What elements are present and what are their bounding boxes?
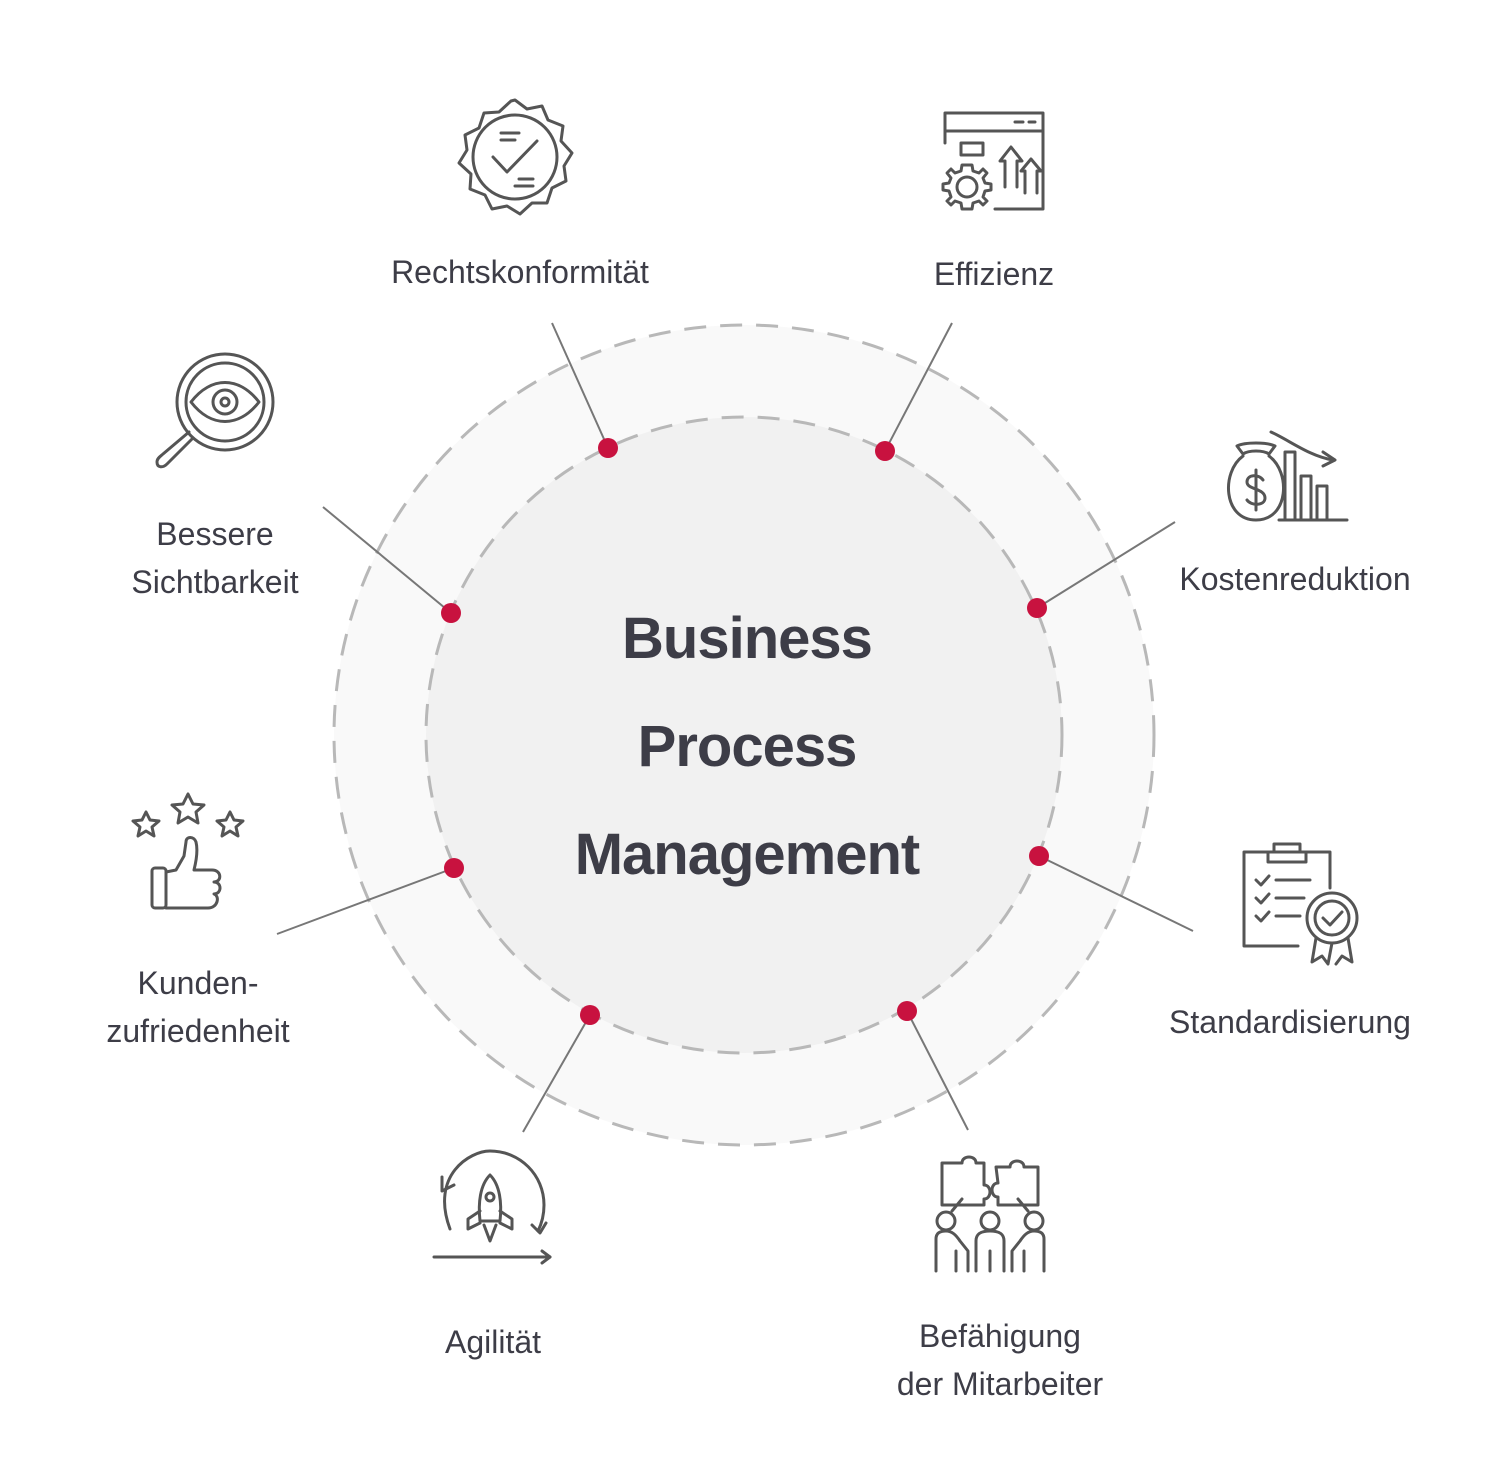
- inner-ring: [424, 415, 1064, 1055]
- dot-kundenzufriedenheit: [444, 858, 464, 878]
- label-sichtbarkeit-line1: Bessere: [156, 516, 274, 552]
- dot-kostenreduktion: [1027, 598, 1047, 618]
- connector-befaehigung: [906, 1010, 969, 1131]
- checklist-badge-icon: [1242, 842, 1359, 966]
- label-rechtskonformitaet-line1: Rechtskonformität: [391, 254, 649, 290]
- label-standardisierung-line1: Standardisierung: [1169, 1004, 1411, 1040]
- dot-rechtskonformitaet: [598, 438, 618, 458]
- thumbs-up-stars-icon: [131, 792, 245, 910]
- connector-agilitaet: [522, 1014, 591, 1133]
- connector-sichtbarkeit: [322, 506, 452, 614]
- dot-agilitaet: [580, 1005, 600, 1025]
- magnifier-eye-icon: [155, 352, 275, 469]
- label-kostenreduktion: Kostenreduktion: [1140, 555, 1450, 603]
- label-kundenzufriedenheit: Kunden- zufriedenheit: [48, 959, 348, 1055]
- rocket-cycle-icon: [432, 1149, 552, 1265]
- label-befaehigung-line2: der Mitarbeiter: [896, 1366, 1104, 1402]
- label-befaehigung-line1: Befähigung: [919, 1318, 1081, 1354]
- label-kundenzufriedenheit-line2: zufriedenheit: [106, 1013, 290, 1049]
- connector-dots: [441, 438, 1049, 1025]
- center-title: Business Process Management: [547, 585, 947, 909]
- connector-effizienz: [884, 322, 953, 452]
- label-befaehigung: Befähigung der Mitarbeiter: [850, 1312, 1150, 1408]
- center-title-line2: Process: [637, 714, 858, 779]
- label-kundenzufriedenheit-line1: Kunden-: [137, 965, 259, 1001]
- team-puzzle-icon: [934, 1155, 1046, 1273]
- label-sichtbarkeit: Bessere Sichtbarkeit: [65, 510, 365, 606]
- label-standardisierung: Standardisierung: [1130, 998, 1450, 1046]
- connector-rechtskonformitaet: [551, 322, 609, 449]
- center-title-line3: Management: [574, 822, 921, 887]
- label-sichtbarkeit-line2: Sichtbarkeit: [131, 564, 299, 600]
- dot-befaehigung: [897, 1001, 917, 1021]
- center-title-line1: Business: [622, 606, 873, 671]
- dot-standardisierung: [1029, 846, 1049, 866]
- label-kostenreduktion-line1: Kostenreduktion: [1179, 561, 1411, 597]
- dot-effizienz: [875, 441, 895, 461]
- label-effizienz: Effizienz: [844, 250, 1144, 298]
- connector-kundenzufriedenheit: [276, 867, 455, 935]
- connector-lines: [276, 322, 1194, 1133]
- label-agilitaet-line1: Agilität: [444, 1324, 542, 1360]
- connector-kostenreduktion: [1036, 521, 1176, 609]
- label-effizienz-line1: Effizienz: [933, 256, 1055, 292]
- label-agilitaet: Agilität: [393, 1318, 593, 1366]
- money-bag-decline-icon: [1227, 430, 1349, 522]
- dot-sichtbarkeit: [441, 603, 461, 623]
- efficiency-dashboard-icon: [941, 111, 1045, 211]
- label-rechtskonformitaet: Rechtskonformität: [320, 248, 720, 296]
- connector-standardisierung: [1038, 855, 1194, 932]
- certified-seal-icon: [457, 98, 574, 216]
